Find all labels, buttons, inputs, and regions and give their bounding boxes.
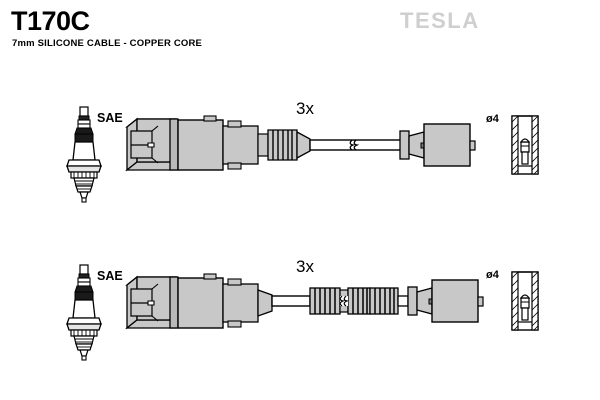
diameter-label-top: ø4 — [486, 113, 500, 125]
break-symbol-bottom — [339, 295, 350, 307]
assembly-bottom: SAE — [66, 257, 539, 361]
diameter-label-bottom: ø4 — [486, 269, 500, 281]
cable-bottom — [271, 287, 409, 315]
spark-plug-top — [66, 106, 102, 203]
page-subtitle: 7mm SILICONE CABLE - COPPER CORE — [12, 38, 202, 49]
break-symbol-top — [349, 139, 360, 151]
brand-logo: TESLA — [400, 8, 480, 33]
distributor-terminal-bottom — [407, 279, 484, 323]
page-title: T170C — [11, 6, 90, 36]
cable-top — [309, 139, 403, 151]
spark-plug-bottom — [66, 264, 102, 361]
connector-boot-bottom — [125, 273, 273, 330]
quantity-label-top: 3x — [296, 99, 314, 118]
sae-label-bottom: SAE — [97, 269, 123, 283]
connector-boot-top — [125, 115, 311, 172]
terminal-section-top — [511, 115, 539, 175]
sae-label-top: SAE — [97, 111, 123, 125]
quantity-label-bottom: 3x — [296, 257, 314, 276]
terminal-section-bottom — [511, 271, 539, 331]
distributor-terminal-top — [399, 123, 476, 167]
assembly-top: SAE — [66, 99, 539, 203]
